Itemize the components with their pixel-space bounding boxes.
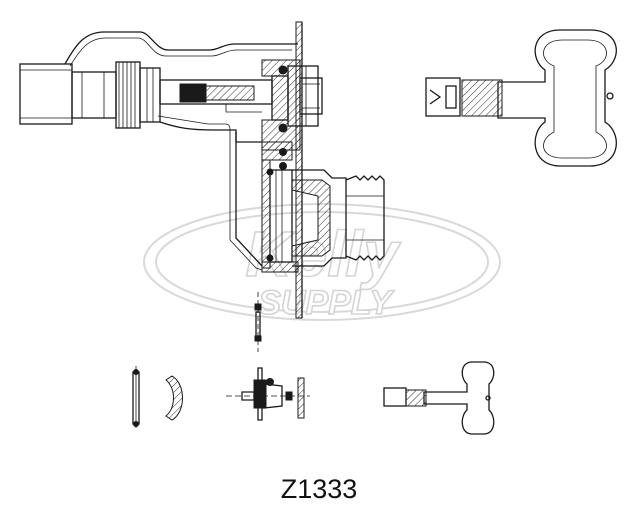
outlet-threads	[345, 175, 385, 261]
vacuum-breaker-spring	[254, 292, 262, 352]
hydrant-body-section	[19, 21, 385, 319]
watermark-subtitle-text: SUPPLY	[258, 284, 395, 322]
o-ring-seal	[132, 366, 140, 428]
operating-key	[425, 29, 617, 167]
operating-key-small	[383, 361, 495, 435]
watermark-logo: Kelly SUPPLY	[143, 203, 501, 323]
flat-washer	[297, 377, 305, 419]
inlet-threads	[115, 61, 141, 129]
model-number-label: Z1333	[280, 474, 358, 504]
curved-washer	[165, 375, 183, 421]
stem-plunger-assembly	[226, 367, 310, 421]
